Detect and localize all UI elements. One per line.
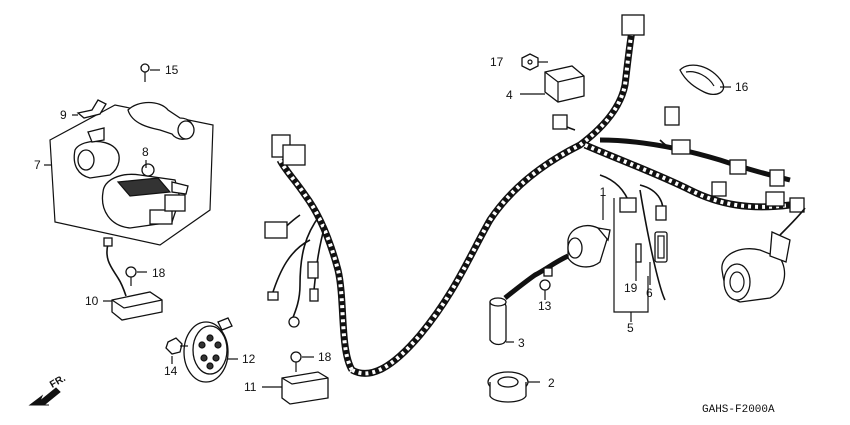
callout-9: 9 <box>60 108 67 122</box>
relay-unit <box>721 207 806 303</box>
fuse-19 <box>635 243 642 263</box>
callout-16: 16 <box>735 80 749 94</box>
callout-12: 12 <box>242 352 256 366</box>
callout-10: 10 <box>85 294 99 308</box>
nut-17 <box>521 53 539 71</box>
callout-13: 13 <box>538 299 552 313</box>
callout-8: 8 <box>142 145 149 159</box>
callout-6: 6 <box>646 286 653 300</box>
leader-lines <box>44 61 731 388</box>
callout-14: 14 <box>164 364 178 378</box>
callout-labels: 1 2 3 4 5 6 7 8 9 10 11 12 13 14 15 16 1… <box>34 55 749 394</box>
sensor-unit-10 <box>103 237 163 321</box>
bracket-5 <box>613 198 649 322</box>
ignition-switch-set <box>49 99 214 246</box>
callout-3: 3 <box>518 336 525 350</box>
band-16 <box>679 64 725 96</box>
grommet-2 <box>487 371 529 403</box>
callout-19: 19 <box>624 281 638 295</box>
bolt-14 <box>165 337 188 355</box>
bolt-18a <box>125 266 137 286</box>
front-direction-arrow: FR. <box>28 373 68 406</box>
diagram-code: GAHS-F2000A <box>702 404 775 416</box>
callout-7: 7 <box>34 158 41 172</box>
callout-1: 1 <box>600 185 607 199</box>
main-wire-harness <box>264 14 805 377</box>
callout-18b: 18 <box>318 350 332 364</box>
ignition-coil-1 <box>503 225 611 300</box>
callout-17: 17 <box>490 55 504 69</box>
callout-5: 5 <box>627 321 634 335</box>
callout-2: 2 <box>548 376 555 390</box>
callout-15: 15 <box>165 63 179 77</box>
unit-11 <box>281 351 329 405</box>
bolt-13 <box>539 279 551 298</box>
fuse-holder-6 <box>654 231 668 263</box>
screw-15 <box>140 63 150 82</box>
callout-11: 11 <box>244 380 257 394</box>
callout-4: 4 <box>506 88 513 102</box>
horn-12 <box>183 317 233 383</box>
regulator-4 <box>544 65 585 103</box>
direction-label: FR. <box>48 373 68 391</box>
callout-18a: 18 <box>152 266 166 280</box>
plug-cap-3 <box>489 297 507 346</box>
